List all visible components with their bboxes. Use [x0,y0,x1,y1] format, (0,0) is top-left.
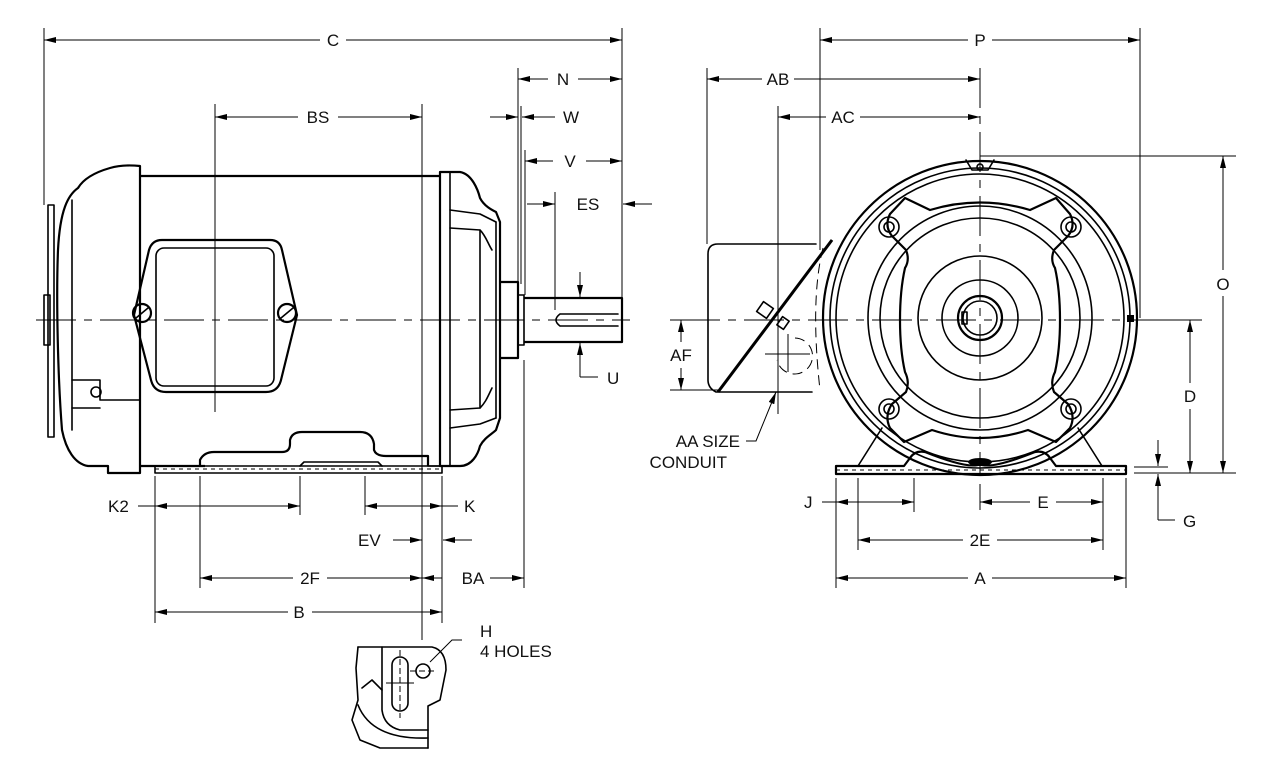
dim-label-AC: AC [831,108,855,127]
dim-V: V [524,150,622,295]
dim-label-2F: 2F [300,569,320,588]
dim-label-K2: K2 [108,497,129,516]
dim-label-N: N [557,70,569,89]
shaft [524,296,624,344]
dim-AF: AF [670,319,718,391]
dim-B: B [155,603,442,622]
dim-label-BA: BA [462,569,485,588]
dim-K2: K2 [108,476,301,623]
dim-O: O [980,155,1236,473]
mounting-foot-side [154,430,443,474]
dim-label-G: G [1183,512,1196,531]
front-end-bracket [438,170,525,468]
dim-label-AB: AB [767,70,790,89]
dim-W: W [490,106,579,284]
dim-A: A [836,478,1127,588]
dim-label-D: D [1184,387,1196,406]
dim-label-BS: BS [307,108,330,127]
dim-label-B: B [293,603,304,622]
conduit-note-type: CONDUIT [650,453,727,472]
dim-label-ES: ES [577,195,600,214]
dim-ES: ES [527,192,652,310]
dim-E: E [979,478,1104,550]
dim-label-2E: 2E [970,531,991,550]
dim-label-P: P [974,31,985,50]
dim-label-C: C [327,31,339,50]
dim-J: J [804,478,915,588]
dim-K: K [364,476,476,623]
screw-right [276,302,298,324]
dim-2F: 2F [200,569,422,588]
screw-left [131,302,153,324]
conduit-box-end [707,239,834,393]
dim-label-V: V [564,152,576,171]
rear-end-cap [43,164,142,475]
conduit-note: AA SIZE CONDUIT [650,391,777,472]
dim-AB: AB [706,68,980,244]
side-view: C BS N W V [36,28,652,749]
mounting-foot-end [834,427,1128,476]
dim-label-A: A [974,569,986,588]
dim-AC: AC [777,106,980,414]
hole-note-H: H [480,622,492,641]
dim-C: C [43,28,623,298]
dim-N: N [517,68,622,282]
dim-BS: BS [214,104,423,640]
dim-BA: BA [422,360,525,588]
dim-EV: EV [358,531,472,550]
hole-note-count: 4 HOLES [480,642,552,661]
dim-2E: 2E [858,531,1103,550]
end-view: P AB AC O D [650,28,1236,588]
bolt-bosses [878,216,1082,420]
dim-label-U: U [607,369,619,388]
dim-label-O: O [1216,275,1229,294]
conduit-note-size: AA SIZE [676,432,740,451]
dim-label-E: E [1037,493,1048,512]
dim-U: U [577,272,619,388]
foot-hole-detail: H 4 HOLES [351,622,552,749]
dim-label-W: W [563,108,579,127]
dim-D: D [1134,319,1236,474]
dim-G: G [1155,440,1196,531]
dim-label-K: K [464,497,476,516]
dim-P: P [819,28,1141,318]
dim-label-J: J [804,493,813,512]
dim-label-EV: EV [358,531,381,550]
dim-label-AF: AF [670,346,692,365]
